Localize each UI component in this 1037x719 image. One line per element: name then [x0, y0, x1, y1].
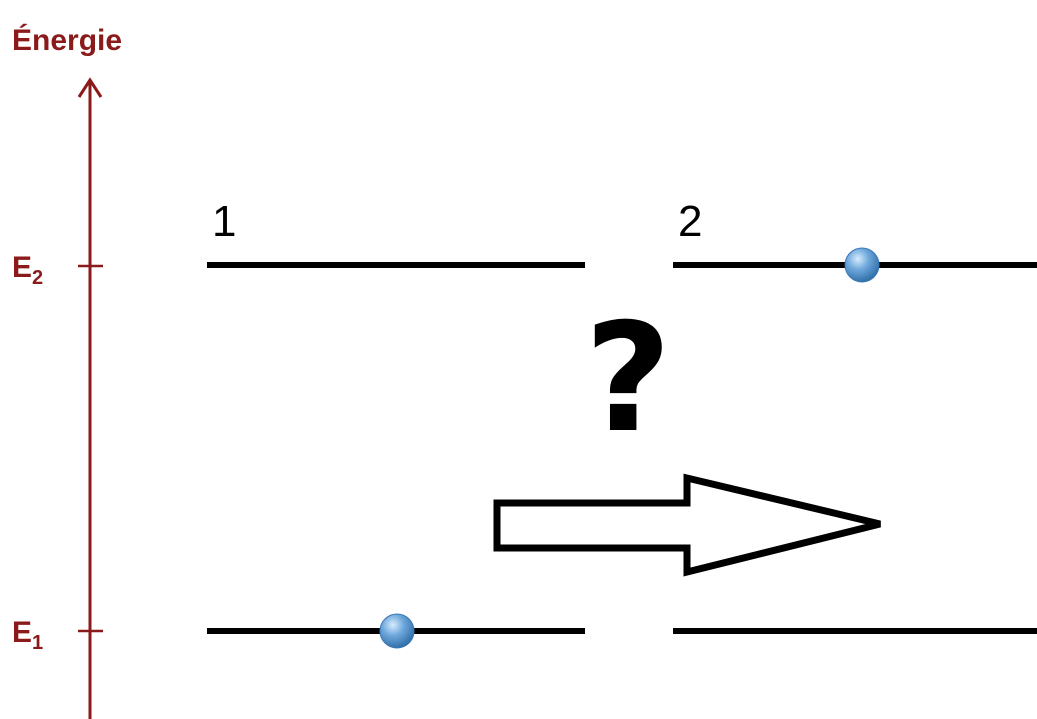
level-label-e1: E1 — [12, 616, 43, 654]
level-label-e2: E2 — [12, 251, 43, 289]
right-arrow-icon — [493, 473, 881, 577]
level-symbol-e2: E — [12, 251, 32, 284]
level-subscript-e2: 2 — [32, 267, 43, 289]
axis-title: Énergie — [12, 23, 122, 57]
electron-ball-icon — [379, 613, 415, 649]
state-label-2: 2 — [678, 197, 702, 246]
axis-arrowhead-icon — [77, 77, 103, 98]
level-subscript-e1: 1 — [32, 632, 43, 654]
electron-ball-icon — [844, 247, 880, 283]
level-symbol-e1: E — [12, 616, 32, 649]
state-label-1: 1 — [212, 197, 236, 246]
question-mark: ? — [584, 292, 671, 466]
